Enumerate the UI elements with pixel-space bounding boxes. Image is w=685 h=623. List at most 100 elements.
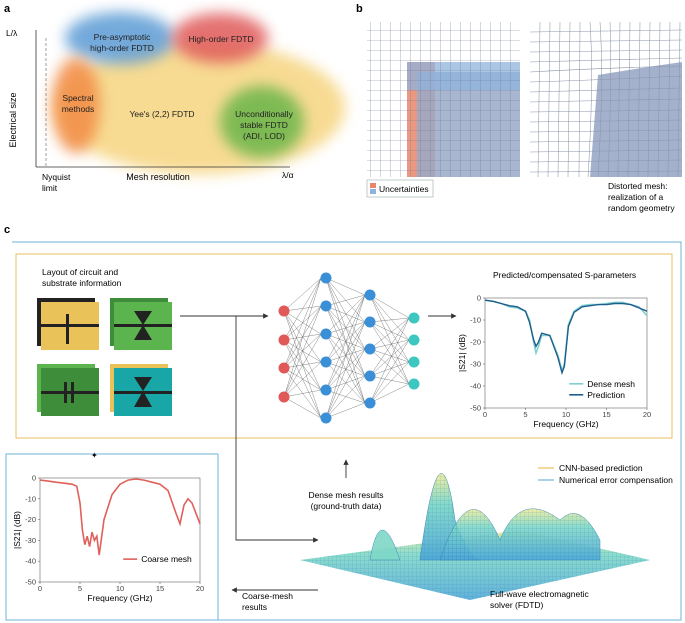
dense-results-label-1: Dense mesh results <box>308 490 383 500</box>
distorted-label-3: random geometry <box>608 203 675 213</box>
pre-asymptotic-label-1: Pre-asymptotic <box>94 32 151 42</box>
x-tick-label: 20 <box>643 410 651 419</box>
nn-edge <box>283 333 322 398</box>
y-tick-label: -30 <box>470 360 481 369</box>
nn-edge <box>325 305 366 377</box>
nn-edge <box>283 396 322 419</box>
nn-edge <box>369 339 410 404</box>
series-line-1 <box>39 478 201 556</box>
nn-edge <box>325 305 366 323</box>
nn-node-layer-4 <box>408 312 420 324</box>
x-tick-label: 15 <box>156 584 164 593</box>
y-tick-label: 0 <box>32 474 36 483</box>
nn-edge <box>325 277 366 296</box>
arrow-layout-to-solver <box>235 316 319 543</box>
unconditional-label-2: stable FDTD <box>240 120 288 130</box>
nn-edge <box>325 375 366 419</box>
nn-node-layer-1 <box>278 362 290 374</box>
nn-node-layer-1 <box>278 391 290 403</box>
nn-edge <box>283 310 322 335</box>
nn-edge <box>283 305 322 398</box>
pre-asymptotic-blob <box>65 12 175 64</box>
nn-edge <box>283 367 322 419</box>
y-tick-label: 0 <box>477 294 481 303</box>
x-tick-label: 5 <box>523 410 527 419</box>
nn-edge <box>325 294 366 363</box>
panel-b-label: b <box>356 3 363 15</box>
nn-node-layer-3 <box>364 370 376 382</box>
nn-edge <box>325 277 366 350</box>
tile-green-bowtie <box>110 298 172 350</box>
nn-node-layer-2 <box>320 300 332 312</box>
nn-edge <box>325 294 366 307</box>
nn-edge <box>369 361 410 377</box>
nn-edge <box>283 361 322 398</box>
spectral-label-2: methods <box>62 104 95 114</box>
nn-edge <box>369 339 410 350</box>
spectral-label-1: Spectral <box>62 93 93 103</box>
nn-edge <box>325 294 366 335</box>
panel-c: c Layout of circuit and substrate inform… <box>4 224 682 621</box>
nn-edge <box>325 348 366 419</box>
y-tick-label: -20 <box>470 338 481 347</box>
nn-edge <box>325 333 366 377</box>
distorted-label-2: realization of a <box>608 192 664 202</box>
nn-edge <box>369 294 410 341</box>
nn-node-layer-3 <box>364 343 376 355</box>
y-tick-label: -10 <box>25 494 36 503</box>
nn-edge <box>325 321 366 363</box>
nn-edge <box>369 339 410 377</box>
nn-edge <box>369 317 410 350</box>
nn-edge <box>283 367 322 391</box>
nn-edge <box>325 375 366 391</box>
legend-label: Coarse mesh <box>141 554 192 564</box>
nyquist-label-1: Nyquist <box>42 172 71 182</box>
legend-swatch-blue <box>370 189 376 194</box>
nn-edge <box>283 389 322 398</box>
nn-node-layer-1 <box>278 334 290 346</box>
nn-edge <box>369 317 410 404</box>
chart-frame <box>39 477 201 583</box>
nn-edge <box>369 294 410 385</box>
nn-edge <box>283 310 322 419</box>
nn-node-layer-4 <box>408 334 420 346</box>
nn-edge <box>283 305 322 312</box>
nn-edge <box>325 361 366 404</box>
x-axis-label: Frequency (GHz) <box>87 593 152 603</box>
nn-node-layer-4 <box>408 356 420 368</box>
nn-edge <box>369 375 410 385</box>
panel-a: a L/λ Electrical size Pre-asymptotic hig… <box>4 3 345 193</box>
nn-edge <box>369 294 410 363</box>
nn-edge <box>369 321 410 363</box>
x-tick-label: 20 <box>196 584 204 593</box>
nn-edge <box>369 317 410 323</box>
cnn-prediction-frame <box>15 253 673 439</box>
unconditional-blob <box>220 86 304 158</box>
unconditional-label-3: (ADI, LOD) <box>243 131 285 141</box>
distorted-mesh <box>529 21 683 178</box>
nn-edge <box>325 361 366 377</box>
nn-node-layer-3 <box>364 316 376 328</box>
solver-label-2: solver (FDTD) <box>490 600 544 610</box>
star-marker: ✦ <box>91 451 98 460</box>
nn-edge <box>369 294 410 319</box>
nn-edge <box>325 277 366 377</box>
uncertainties-legend-box <box>366 179 434 198</box>
nn-edge <box>325 333 366 350</box>
series-line-1 <box>484 299 648 374</box>
y-axis-title: Electrical size <box>8 92 18 147</box>
legend-num-label: Numerical error compensation <box>559 475 673 485</box>
nn-edge <box>283 361 322 369</box>
nn-edge <box>283 310 322 363</box>
nn-node-layer-3 <box>364 289 376 301</box>
nn-node-layer-2 <box>320 412 332 424</box>
x-tick-label: 0 <box>483 410 487 419</box>
y-tick-label: -30 <box>25 536 36 545</box>
predicted-chart-title: Predicted/compensated S-parameters <box>493 270 636 280</box>
nn-node-layer-2 <box>320 328 332 340</box>
nn-edge <box>325 294 366 391</box>
y-axis-label: |S21| (dB) <box>12 511 22 549</box>
x-axis-right-label: λ/α <box>282 170 294 180</box>
unconditional-label-1: Unconditionally <box>235 109 293 119</box>
